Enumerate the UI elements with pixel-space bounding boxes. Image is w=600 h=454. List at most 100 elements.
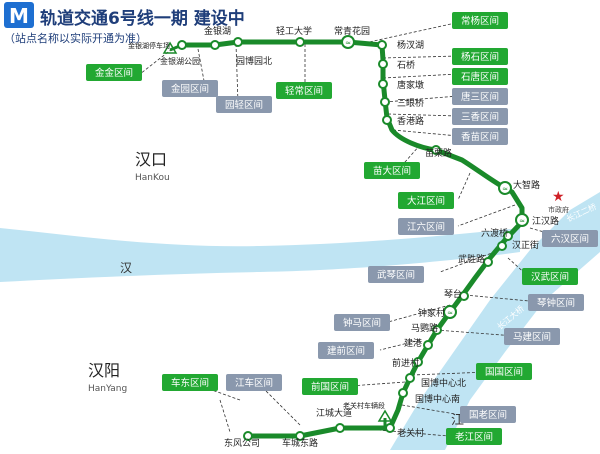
station-qinggong-univ[interactable] (295, 37, 305, 47)
section-label-qingchang: 轻常区间 (285, 85, 323, 97)
section-box-guoguo: 国国区间 (476, 363, 532, 380)
section-box-bg (302, 378, 358, 395)
section-box-bg (460, 406, 516, 423)
station-jinyinhu[interactable] (210, 40, 220, 50)
jinyin-depot-icon (162, 41, 178, 54)
station-maying-rd[interactable] (432, 325, 442, 335)
station-gbcenter-north[interactable] (405, 373, 415, 383)
station-liudu-bridge[interactable] (503, 231, 513, 241)
station-jinyinhu-park[interactable] (177, 40, 187, 50)
section-box-sanxiang: 三香区间 (452, 108, 508, 125)
section-label-jinjin: 金金区间 (95, 67, 133, 79)
name-dazhi-rd: 大智路 (513, 179, 540, 191)
station-checheng-east[interactable] (295, 431, 305, 441)
section-box-bg (398, 192, 454, 209)
station-names: 金银湖停车场 金银湖公园 金银湖 园博园北 轻工大学 常青花园 杨汊湖 石桥 唐… (128, 25, 559, 449)
station-zhongjia-village[interactable] (443, 305, 457, 319)
station-hanzheng-st[interactable] (497, 241, 507, 251)
station-changqing-garden-transfer[interactable] (341, 35, 355, 49)
section-label-guoguo: 国国区间 (485, 366, 523, 378)
section-label-qinzhong: 琴钟区间 (537, 297, 575, 309)
name-yuanbo-north: 园博园北 (236, 55, 272, 67)
name-qianjin-village: 前进村 (392, 357, 419, 369)
section-box-yuanqing: 园轻区间 (216, 96, 272, 113)
section-label-dajiang: 大江区间 (407, 195, 445, 207)
name-checheng-east: 车城东路 (282, 437, 318, 449)
laoguan-depot-icon (377, 409, 393, 422)
station-sanyanqiao[interactable] (380, 97, 390, 107)
name-jianghan-rd: 江汉路 (532, 215, 559, 227)
han-river-label: 汉 (120, 261, 132, 275)
station-qintai[interactable] (459, 291, 469, 301)
section-label-jiangliu: 江六区间 (407, 221, 445, 233)
station-xianggang-rd[interactable] (382, 115, 392, 125)
name-tangjiadun: 唐家墩 (397, 79, 424, 91)
section-box-bg (452, 48, 508, 65)
name-dongfeng-company: 东风公司 (224, 437, 260, 449)
section-label-sanxiang: 三香区间 (461, 111, 499, 123)
section-label-jiangche: 江车区间 (235, 377, 273, 389)
section-labels: 金金区间金园区间园轻区间轻常区间常杨区间杨石区间石唐区间唐三区间三香区间香苗区间… (86, 12, 598, 445)
han-river (0, 228, 520, 282)
section-box-bg (162, 80, 218, 97)
section-box-bg (504, 328, 560, 345)
section-label-yuanqing: 园轻区间 (225, 99, 263, 111)
transfer-icon-changqing: ≈ (345, 39, 351, 47)
name-laoguan-village: 老关村 (397, 427, 424, 439)
station-jiangcheng-ave[interactable] (335, 423, 345, 433)
station-shiqiao[interactable] (378, 59, 388, 69)
transfer-icon-zhongjia: ≈ (447, 309, 453, 317)
section-box-xiangmiao: 香苗区间 (452, 128, 508, 145)
section-box-bg (452, 108, 508, 125)
rivers (0, 192, 600, 450)
section-label-majian: 马建区间 (513, 331, 551, 343)
section-label-zhongma: 钟马区间 (343, 317, 381, 329)
city-gov-label: 市政府 (548, 205, 569, 214)
station-tangjiadun[interactable] (378, 79, 388, 89)
section-box-dajiang: 大江区间 (398, 192, 454, 209)
station-laoguan-village[interactable] (385, 423, 395, 433)
station-qianjin-village[interactable] (413, 357, 423, 367)
hanyang-label-en: HanYang (88, 384, 127, 394)
section-box-yangshi: 杨石区间 (452, 48, 508, 65)
station-gbcenter-south[interactable] (398, 388, 408, 398)
name-jinyinhu: 金银湖 (204, 25, 231, 37)
section-box-wuqin: 武琴区间 (368, 266, 424, 283)
section-box-bg (334, 314, 390, 331)
name-jinyinhu-park: 金银湖公园 (160, 56, 200, 66)
section-box-qianguo: 前国区间 (302, 378, 358, 395)
section-label-jianqian: 建前区间 (327, 345, 365, 357)
station-dazhi-rd[interactable] (498, 181, 512, 195)
station-yuanbo-north[interactable] (233, 37, 243, 47)
name-jiangang: 建港 (404, 337, 422, 349)
station-jiangang[interactable] (423, 340, 433, 350)
section-box-jiangche: 江车区间 (226, 374, 282, 391)
section-box-chedong: 车东区间 (162, 374, 218, 391)
section-label-hanwu: 汉武区间 (531, 271, 569, 283)
name-gbcenter-south: 国博中心南 (415, 393, 460, 405)
station-wusheng-rd[interactable] (483, 257, 493, 267)
station-dongfeng-company[interactable] (243, 431, 253, 441)
name-liudu-bridge: 六渡桥 (481, 227, 508, 239)
name-jiangcheng-ave: 江城大道 (316, 407, 352, 419)
station-miaoli-rd[interactable] (431, 145, 441, 155)
section-label-jinyuan: 金园区间 (171, 83, 209, 95)
name-changqing-garden: 常青花园 (334, 25, 370, 37)
section-box-hanwu: 汉武区间 (522, 268, 578, 285)
section-box-bg (364, 162, 420, 179)
section-label-shitang: 石唐区间 (461, 71, 499, 83)
section-label-changyang: 常杨区间 (461, 15, 499, 27)
section-box-jinjin: 金金区间 (86, 64, 142, 81)
section-box-bg (522, 268, 578, 285)
section-box-qingchang: 轻常区间 (276, 82, 332, 99)
section-box-bg (86, 64, 142, 81)
section-box-bg (452, 128, 508, 145)
section-label-laojiang: 老江区间 (455, 431, 493, 443)
page-title: 轨道交通6号线一期 建设中 (40, 9, 245, 29)
section-box-bg (446, 428, 502, 445)
section-box-bg (398, 218, 454, 235)
section-label-yangshi: 杨石区间 (461, 51, 499, 63)
station-jianghan-rd[interactable] (515, 213, 529, 227)
station-yangcha-lake[interactable] (377, 40, 387, 50)
name-gbcenter-north: 国博中心北 (421, 377, 466, 389)
